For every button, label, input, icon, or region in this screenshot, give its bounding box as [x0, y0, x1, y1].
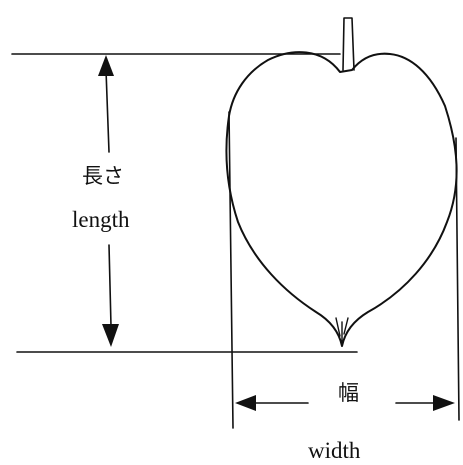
leaf-tip-detail — [335, 317, 349, 347]
arrow-down-icon — [102, 324, 119, 347]
width-left-reference-line — [228, 111, 234, 429]
length-arrow-shaft-lower — [108, 244, 112, 327]
arrow-left-icon — [235, 395, 256, 411]
arrow-up-icon — [98, 55, 114, 76]
length-arrow-shaft-upper — [105, 69, 110, 153]
leaf-stem — [342, 17, 355, 71]
width-label-english: width — [308, 438, 361, 463]
arrow-right-icon — [433, 395, 455, 411]
width-label-japanese: 幅 — [338, 381, 359, 405]
length-label-english: length — [72, 207, 130, 232]
leaf-outline — [225, 51, 458, 347]
length-label-japanese: 長さ — [82, 164, 124, 188]
